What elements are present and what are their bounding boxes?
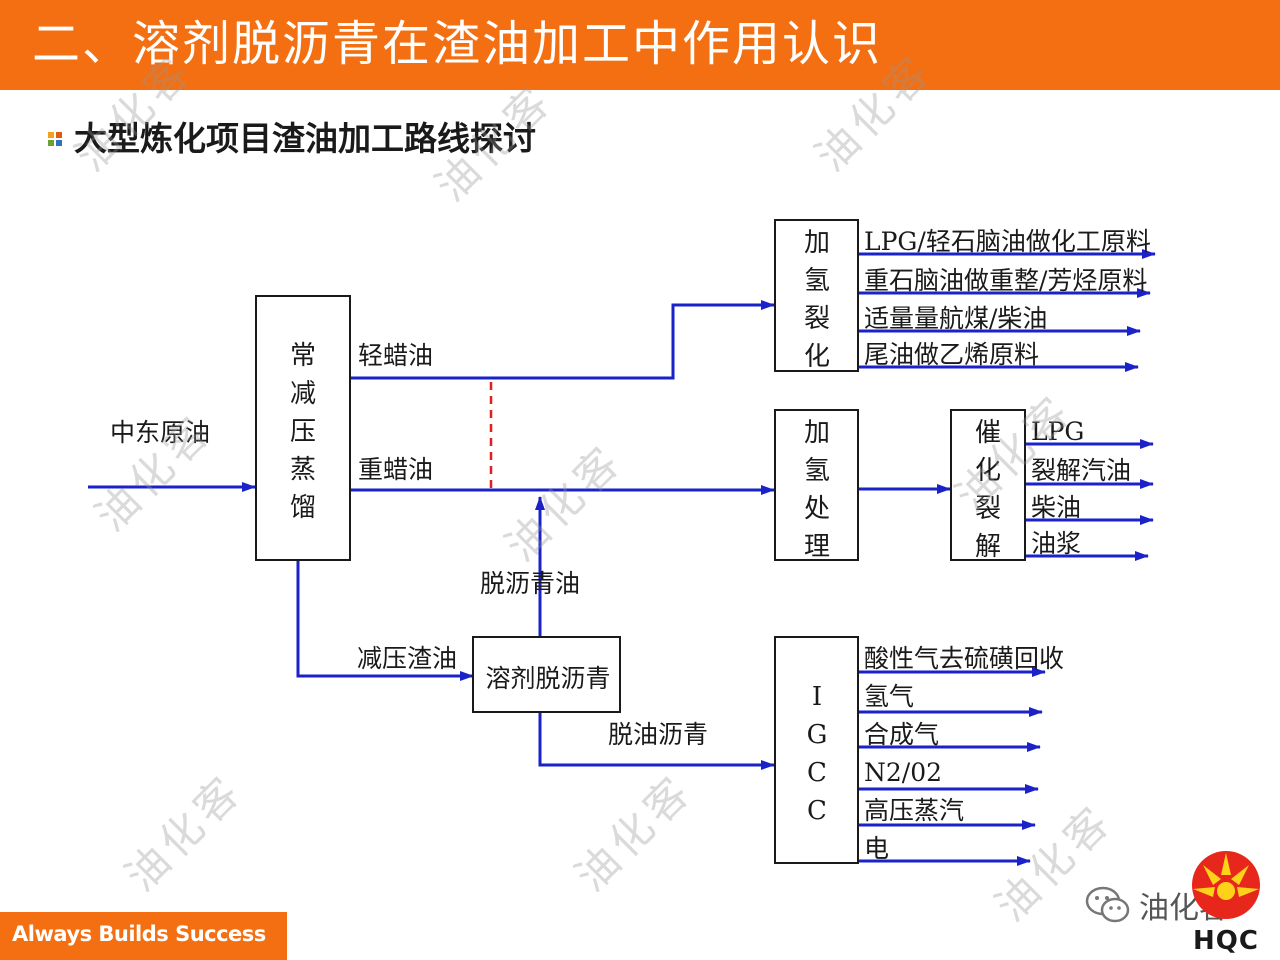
logo-text: HQC [1193,926,1259,956]
asphalt-line [538,712,775,770]
igcc-product-label: 酸性气去硫磺回收 [864,644,1064,673]
light-wax-label: 轻蜡油 [358,341,433,370]
slide-title: 二、溶剂脱沥青在渣油加工中作用认识 [32,16,883,72]
fcc-char: 裂 [975,494,1001,524]
hydrocracking-char: 氢 [804,266,830,296]
igcc-char: C [807,796,827,826]
vacuum-residue-label: 减压渣油 [357,644,457,673]
fcc-char: 化 [975,456,1001,486]
hc-product-label: 适量量航煤/柴油 [864,304,1047,333]
hydrocracking-char: 加 [804,228,830,258]
hydrotreating-char: 处 [804,494,830,524]
company-logo-icon [1192,851,1260,919]
hc-product-label: 重石脑油做重整/芳烃原料 [864,266,1147,295]
title-bar: 二、溶剂脱沥青在渣油加工中作用认识 [0,0,1280,90]
heavy-wax-label: 重蜡油 [358,455,433,484]
sda-box-label: 溶剂脱沥青 [485,664,610,693]
igcc-char: C [807,758,827,788]
feed-label: 中东原油 [110,418,210,447]
bullet-icon [48,132,62,146]
distillation-char: 馏 [290,493,316,523]
hydrocracking-char: 裂 [804,304,830,334]
igcc-product-label: 电 [864,834,889,863]
vacuum-residue-line [296,560,474,681]
igcc-product-label: 合成气 [864,720,939,749]
subtitle-text: 大型炼化项目渣油加工路线探讨 [74,119,536,158]
deoiled-asphalt-label: 脱油沥青 [608,720,708,749]
fcc-product-label: 裂解汽油 [1031,456,1131,485]
fcc-char: 催 [975,418,1001,448]
hydrocracking-box [774,219,859,372]
hc-product-label: 尾油做乙烯原料 [864,340,1039,369]
footer-slogan: Always Builds Success [12,922,266,946]
hc-product-label: LPG/轻石脑油做化工原料 [864,227,1151,256]
igcc-char: G [807,720,828,750]
igcc-product-label: 高压蒸汽 [864,796,964,825]
fcc-product-label: 油浆 [1031,529,1081,558]
fcc-box [950,409,1026,561]
igcc-product-label: 氢气 [864,682,914,711]
light-wax-line [351,300,775,380]
hydrocracking-char: 化 [804,342,830,372]
hydrotreating-char: 氢 [804,456,830,486]
distillation-char: 压 [290,417,316,447]
igcc-char: I [812,682,822,712]
sda-box [472,636,621,713]
fcc-char: 解 [975,532,1001,562]
igcc-product-label: N2/02 [864,758,942,787]
subtitle: 大型炼化项目渣油加工路线探讨 [46,115,536,163]
hydrotreating-char: 理 [804,532,830,562]
hydrotreating-char: 加 [804,418,830,448]
distillation-box [255,295,351,561]
igcc-box [774,636,859,864]
hydrotreating-box [774,409,859,561]
fcc-product-label: LPG [1031,417,1084,446]
distillation-char: 蒸 [290,455,316,485]
footer-bar: Always Builds Success [0,912,287,960]
distillation-char: 减 [290,379,316,409]
dao-label: 脱沥青油 [480,569,580,598]
distillation-char: 常 [290,341,316,371]
wechat-icon [1085,886,1130,923]
fcc-product-label: 柴油 [1031,493,1081,522]
